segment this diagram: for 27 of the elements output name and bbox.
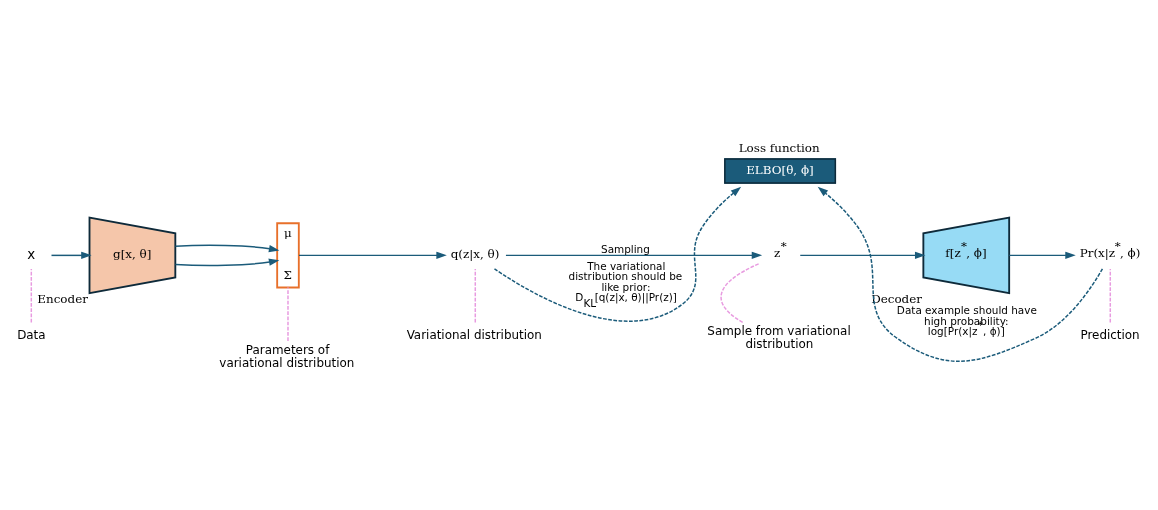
node-label: Encoder <box>37 291 88 306</box>
arrow <box>174 244 280 253</box>
node-text: Parameters of variational distribution <box>219 342 355 371</box>
arrow <box>817 186 1104 362</box>
edge-label: Sampling <box>601 242 650 255</box>
connector <box>30 268 33 324</box>
arrow <box>799 251 926 260</box>
node-box: μ Σ <box>276 222 300 289</box>
node-text: Sample from variational distribution <box>707 324 851 352</box>
connector <box>287 286 289 342</box>
connector <box>1109 268 1112 324</box>
node-text: Variational distribution <box>406 327 542 342</box>
arrow <box>174 258 280 267</box>
node-label: Decoder <box>871 291 922 306</box>
node-label: Loss function <box>738 140 820 155</box>
node-box: g[x, θ] <box>88 216 177 295</box>
arrow <box>505 251 763 260</box>
node-text: q(z|x, θ) <box>450 247 500 262</box>
arrow <box>493 186 742 322</box>
node-text: x <box>27 246 36 262</box>
connector <box>474 268 477 324</box>
arrow <box>1008 251 1076 260</box>
arrow <box>50 251 92 260</box>
connector <box>720 262 761 324</box>
arrow <box>298 251 447 260</box>
node-text: Data <box>17 327 46 342</box>
node-text: Prediction <box>1080 327 1140 342</box>
